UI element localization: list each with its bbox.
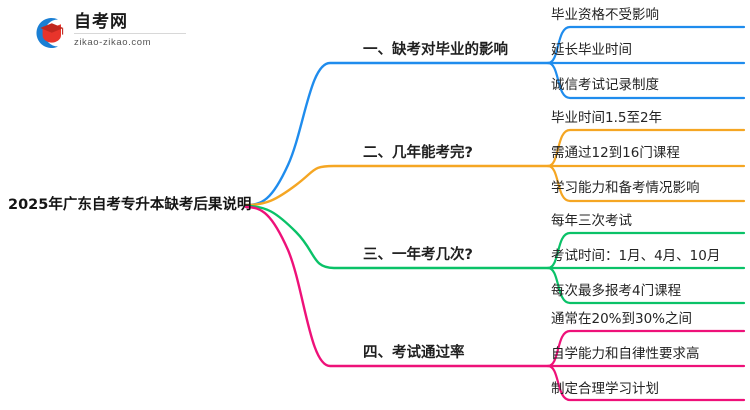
mindmap-branch-node-2[interactable]: 二、几年能考完? (363, 145, 473, 161)
mindmap-branch-node-3[interactable]: 三、一年考几次? (363, 247, 473, 263)
mindmap-leaf-node-2-2[interactable]: 需通过12到16门课程 (551, 145, 680, 161)
graduation-cap-logo-icon (28, 12, 70, 54)
mindmap-leaf-node-1-3[interactable]: 诚信考试记录制度 (551, 77, 659, 93)
mindmap-leaf-node-1-1[interactable]: 毕业资格不受影响 (551, 7, 659, 23)
logo-text: 自考网 zikao-zikao.com (74, 12, 192, 50)
mindmap-leaf-node-3-2[interactable]: 考试时间：1月、4月、10月 (551, 248, 721, 264)
mindmap-leaf-node-1-2[interactable]: 延长毕业时间 (551, 42, 632, 58)
mindmap-leaf-node-4-3[interactable]: 制定合理学习计划 (551, 381, 659, 397)
mindmap-branch-node-1[interactable]: 一、缺考对毕业的影响 (363, 42, 508, 58)
mindmap-leaf-node-4-1[interactable]: 通常在20%到30%之间 (551, 311, 693, 327)
mindmap-leaf-node-2-3[interactable]: 学习能力和备考情况影响 (551, 180, 700, 196)
mindmap-leaf-node-3-3[interactable]: 每次最多报考4门课程 (551, 283, 682, 299)
site-logo: 自考网 zikao-zikao.com (28, 10, 188, 54)
logo-url: zikao-zikao.com (74, 37, 152, 48)
branch-4-links (244, 205, 746, 402)
logo-title: 自考网 (74, 12, 186, 34)
mindmap-branch-node-4[interactable]: 四、考试通过率 (363, 345, 465, 361)
mindmap-root-node[interactable]: 2025年广东自考专升本缺考后果说明 (8, 197, 252, 213)
mindmap-leaf-node-4-2[interactable]: 自学能力和自律性要求高 (551, 346, 700, 362)
mindmap-leaf-node-2-1[interactable]: 毕业时间1.5至2年 (551, 110, 663, 126)
mindmap-leaf-node-3-1[interactable]: 每年三次考试 (551, 213, 632, 229)
